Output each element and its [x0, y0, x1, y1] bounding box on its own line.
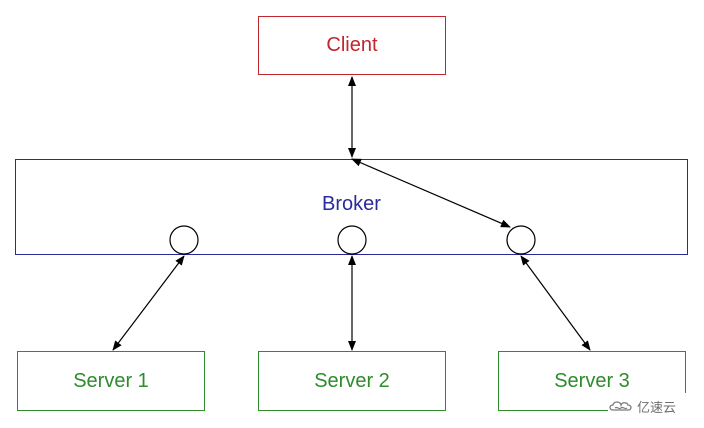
client-label: Client	[326, 34, 378, 56]
broker-label: Broker	[322, 192, 381, 215]
server-1-arrow	[112, 255, 185, 351]
server-3-arrow	[520, 255, 591, 351]
cloud-logo-icon	[609, 401, 632, 411]
server-3-node: Server 3	[498, 351, 686, 411]
client-node: Client	[258, 16, 446, 75]
watermark-text: 亿速云	[637, 399, 677, 415]
server-1-node: Server 1	[17, 351, 205, 411]
server-1-label: Server 1	[73, 369, 149, 392]
server-2-label: Server 2	[314, 369, 390, 392]
watermark: 亿速云	[608, 393, 700, 419]
server-3-label: Server 3	[554, 369, 630, 392]
server-2-node: Server 2	[258, 351, 446, 411]
broker-node: Broker	[15, 159, 688, 255]
